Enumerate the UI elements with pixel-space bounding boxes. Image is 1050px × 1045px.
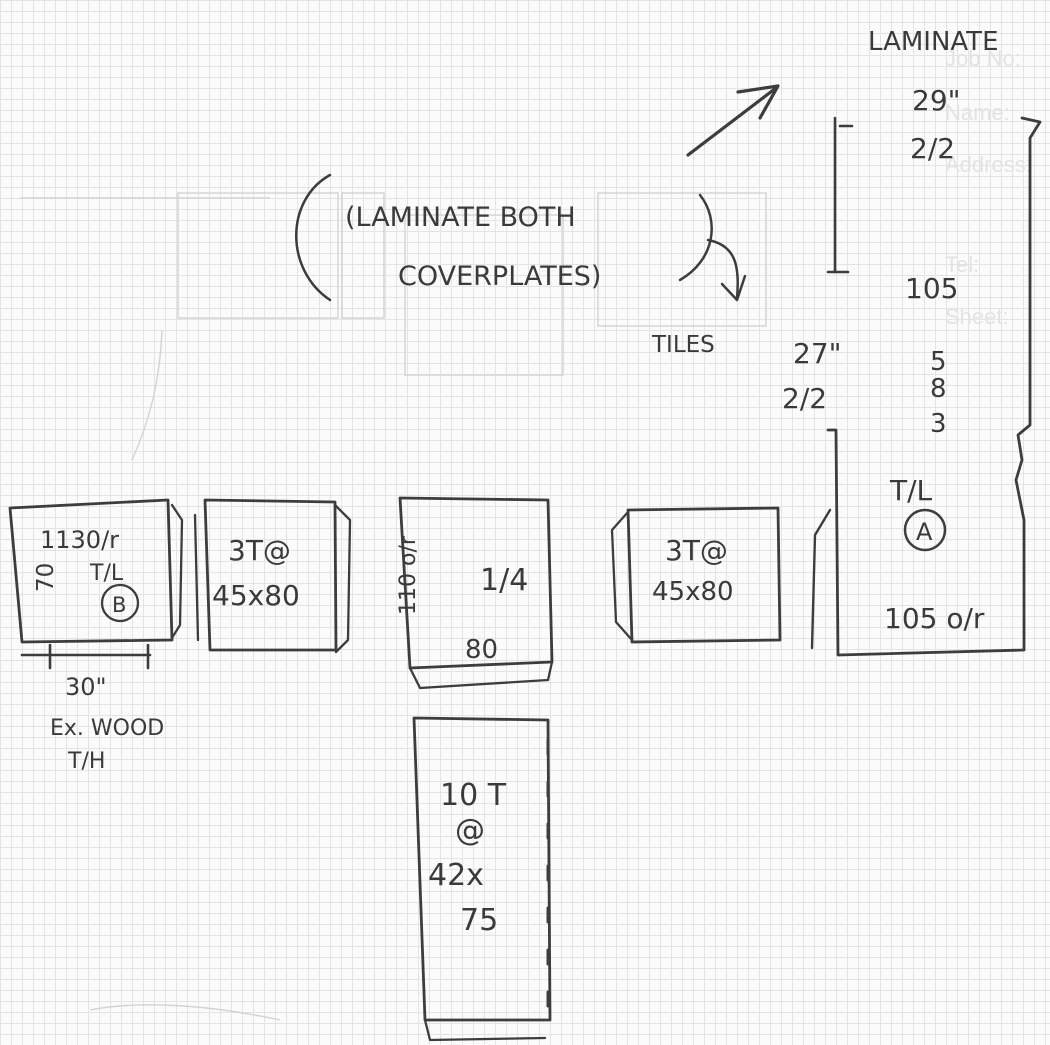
unit-a-top-height: 29" bbox=[912, 84, 961, 117]
arrow-head-icon bbox=[736, 84, 780, 120]
job-no-label: Job No: bbox=[945, 46, 1021, 71]
coverplates-label: COVERPLATES) bbox=[398, 261, 601, 292]
unit-a-code: T/L bbox=[889, 474, 933, 507]
box-center-side: 110 o/r bbox=[396, 535, 421, 615]
unit-b-outline bbox=[8, 498, 174, 644]
pencil-curve-bottom bbox=[89, 1004, 281, 1021]
unit-a: 29" 2/2 105 27" 2/2 5 8 3 T/L A 105 o/r bbox=[782, 84, 1042, 657]
box-left: 3T@ 45x80 bbox=[193, 498, 352, 654]
box-bottom: 10 T @ 42x 75 bbox=[412, 716, 552, 1042]
box-bottom-line1: 10 T bbox=[440, 778, 507, 813]
unit-a-width-or: 105 o/r bbox=[884, 602, 985, 635]
address-label: Address: bbox=[945, 152, 1032, 177]
laminate-both-label: (LAMINATE BOTH bbox=[345, 202, 576, 233]
unit-b-code: T/L bbox=[89, 561, 124, 586]
unit-a-depth-digit-3: 3 bbox=[930, 409, 947, 439]
unit-a-top-width: 105 bbox=[905, 272, 958, 305]
unit-b-type: T/H bbox=[67, 749, 105, 774]
sheet-label: Sheet: bbox=[945, 304, 1009, 329]
tiles-arrow-shaft bbox=[706, 238, 739, 300]
unit-b-side-num: 70 bbox=[33, 563, 59, 592]
name-label: Name: bbox=[945, 100, 1010, 125]
box-left-line1: 3T@ bbox=[228, 534, 291, 567]
paren-right bbox=[678, 193, 713, 282]
box-left-line2: 45x80 bbox=[212, 579, 300, 612]
laminate-label: LAMINATE bbox=[868, 27, 999, 57]
box-right: 3T@ 45x80 bbox=[610, 506, 782, 644]
unit-b-height: 30" bbox=[65, 673, 107, 701]
box-right-side-panel bbox=[610, 510, 634, 642]
unit-b: 1130/r 70 T/L B 30" Ex. WOOD T/H bbox=[8, 498, 184, 774]
form-fields: Job No: Name: Address: Tel: Sheet: bbox=[945, 46, 1032, 329]
box-bottom-line3: 42x bbox=[428, 858, 484, 893]
box-center: 110 o/r 1/4 80 bbox=[396, 496, 554, 690]
box-left-edge bbox=[193, 513, 200, 642]
box-center-fraction: 1/4 bbox=[480, 563, 528, 598]
pencil-sketch bbox=[20, 192, 767, 1021]
unit-b-side-panel bbox=[170, 503, 184, 640]
pencil-box-right bbox=[597, 192, 767, 327]
box-bottom-base bbox=[423, 1018, 547, 1042]
tiles-arrow-head-icon bbox=[720, 274, 747, 302]
pencil-box-gap bbox=[341, 192, 385, 319]
unit-a-mid-half: 2/2 bbox=[782, 382, 827, 415]
arrow-shaft bbox=[686, 86, 778, 157]
box-bottom-line4: 75 bbox=[460, 903, 498, 938]
unit-b-label: B bbox=[112, 593, 126, 617]
pencil-box-left bbox=[177, 192, 339, 319]
box-bottom-outline bbox=[412, 716, 552, 1022]
unit-a-outline bbox=[826, 116, 1042, 657]
coverplates-note: (LAMINATE BOTH COVERPLATES) TILES bbox=[295, 173, 747, 358]
unit-a-mid-height: 27" bbox=[793, 337, 842, 370]
box-right-line1: 3T@ bbox=[665, 534, 728, 567]
unit-a-depth-digit-1: 5 bbox=[930, 347, 947, 377]
box-right-outline bbox=[626, 506, 782, 644]
unit-b-label-circle bbox=[100, 583, 140, 623]
unit-b-material: Ex. WOOD bbox=[50, 716, 164, 741]
unit-a-side-panel bbox=[810, 508, 832, 650]
box-center-bottom: 80 bbox=[465, 635, 498, 665]
unit-a-label-circle bbox=[903, 508, 947, 552]
pencil-curve-left bbox=[131, 329, 163, 461]
unit-a-depth-digit-2: 8 bbox=[930, 374, 947, 404]
unit-a-label: A bbox=[916, 518, 933, 546]
pencil-box-center bbox=[404, 214, 564, 376]
unit-b-width-or: 1130/r bbox=[40, 526, 119, 554]
unit-a-top-half: 2/2 bbox=[910, 132, 955, 165]
box-center-base bbox=[408, 660, 554, 690]
tiles-label: TILES bbox=[651, 332, 715, 358]
paren-left bbox=[295, 173, 332, 302]
tel-label: Tel: bbox=[945, 252, 979, 277]
laminate-note: LAMINATE bbox=[686, 27, 999, 157]
box-left-side-panel bbox=[333, 503, 352, 654]
box-right-line2: 45x80 bbox=[652, 577, 734, 607]
box-bottom-line2: @ bbox=[455, 813, 485, 848]
box-left-outline bbox=[203, 498, 338, 652]
